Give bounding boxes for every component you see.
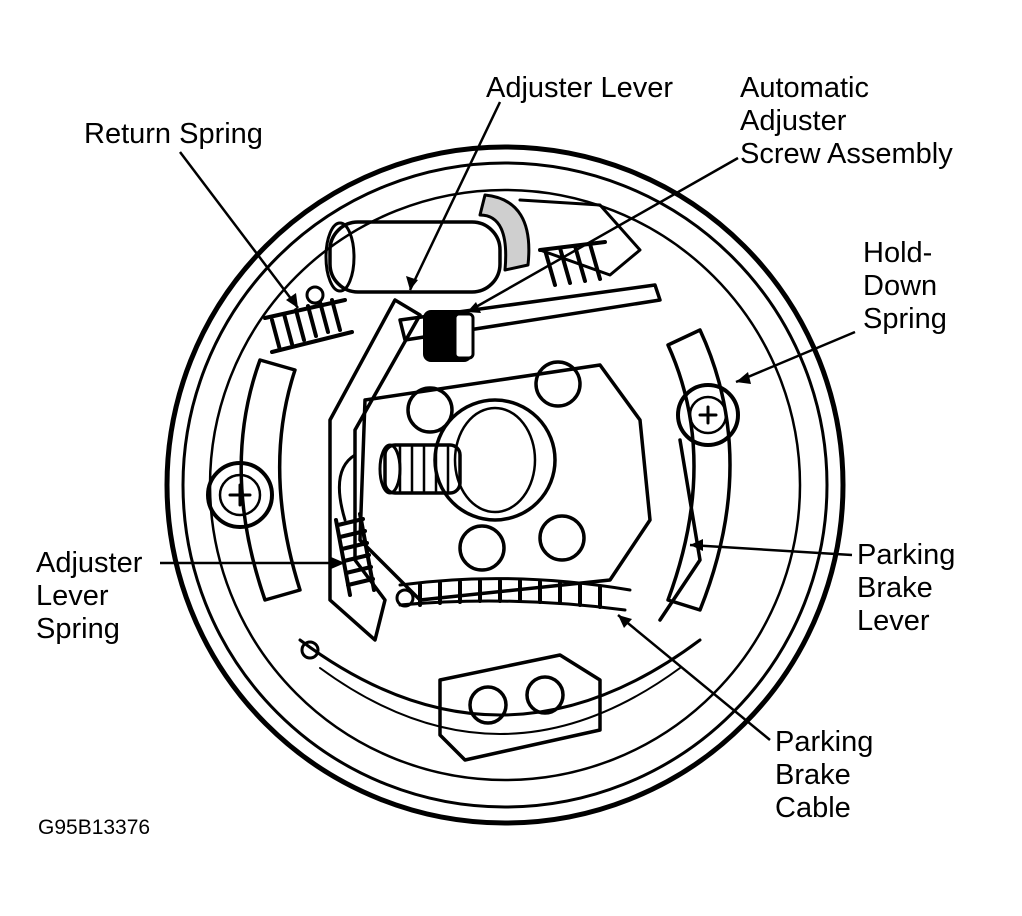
return-spring <box>263 298 354 354</box>
label-line: Brake <box>857 572 933 604</box>
shoe-lining-bottom <box>298 638 702 717</box>
hold-down-spring-right <box>676 383 740 447</box>
label-line: Brake <box>775 759 851 791</box>
leader-parking-brake-cable <box>617 614 771 741</box>
label-adjuster-lever: Adjuster Lever <box>486 72 673 105</box>
label-line: Parking <box>775 726 874 758</box>
label-line: Adjuster <box>740 105 847 137</box>
label-line: Down <box>863 270 938 302</box>
label-automatic-adjuster-screw-assembly: Automatic Adjuster Screw Assembly <box>740 72 953 171</box>
return-spring-right <box>538 240 607 287</box>
lug-nut-4 <box>538 514 586 562</box>
anchor-block <box>438 653 602 762</box>
hold-down-pin-right <box>698 405 718 425</box>
wheel-cylinder-end <box>324 221 356 293</box>
label-line: Adjuster Lever <box>486 72 673 104</box>
backing-plate-rim-inner <box>181 161 829 809</box>
label-line: Spring <box>863 303 947 335</box>
shoe-lining-bottom-2 <box>319 667 681 735</box>
leader-adjuster-lever <box>408 101 502 291</box>
lug-nut-1 <box>406 386 454 434</box>
rubber-boot <box>478 193 531 272</box>
label-line: Cable <box>775 792 851 824</box>
leading-shoe <box>239 358 302 602</box>
leader-auto-adjuster <box>466 156 739 314</box>
plate-hole-1 <box>300 640 320 660</box>
label-parking-brake-cable: Parking Brake Cable <box>775 726 873 825</box>
label-line: Adjuster <box>36 547 143 579</box>
axle-stud <box>383 443 462 495</box>
trailing-shoe <box>666 328 732 612</box>
leader-return-spring <box>179 151 299 309</box>
hold-down-spring-left-inner <box>218 473 262 517</box>
label-line: Automatic <box>740 72 869 104</box>
plate-hole-2 <box>305 285 325 305</box>
label-line: Screw Assembly <box>740 138 953 170</box>
leader-hold-down <box>735 330 856 384</box>
cylinder-bracket <box>518 198 642 277</box>
label-hold-down-spring: Hold- Down Spring <box>863 237 947 336</box>
lug-nut-2 <box>534 360 582 408</box>
label-line: Lever <box>857 605 930 637</box>
adjuster-screw <box>398 283 662 342</box>
wheel-cylinder <box>328 220 502 294</box>
label-line: Hold- <box>863 237 933 269</box>
axle-hub <box>433 398 557 522</box>
label-line: Spring <box>36 613 120 645</box>
label-line: Parking <box>857 539 956 571</box>
hold-down-pin-left <box>228 483 252 507</box>
leader-lines <box>160 101 856 741</box>
label-return-spring: Return Spring <box>84 118 263 151</box>
anchor-bolt-2 <box>525 675 565 715</box>
anchor-bolt-1 <box>468 685 508 725</box>
axle-stud-tip <box>378 443 402 495</box>
label-line: Lever <box>36 580 109 612</box>
hold-down-spring-right-inner <box>688 395 728 435</box>
lug-nut-3 <box>458 524 506 572</box>
axle-flange <box>358 363 652 602</box>
parking-brake-cable <box>398 577 632 612</box>
hold-down-spring-left <box>206 461 274 529</box>
figure-code: G95B13376 <box>38 816 151 839</box>
plate-hole-3 <box>395 588 415 608</box>
label-parking-brake-lever: Parking Brake Lever <box>857 539 955 638</box>
parking-brake-lever <box>658 438 702 622</box>
axle-hub-inner <box>453 406 537 514</box>
label-line: Return Spring <box>84 118 263 150</box>
adjuster-screw-nut-face <box>453 312 475 360</box>
label-adjuster-lever-spring: Adjuster Lever Spring <box>36 547 142 646</box>
adjuster-lever-spring <box>334 453 376 597</box>
adjuster-lever <box>328 298 422 642</box>
backing-plate-rim-outer <box>164 144 846 826</box>
leader-parking-brake-lever <box>689 543 853 557</box>
leader-arrowheads <box>286 276 751 628</box>
